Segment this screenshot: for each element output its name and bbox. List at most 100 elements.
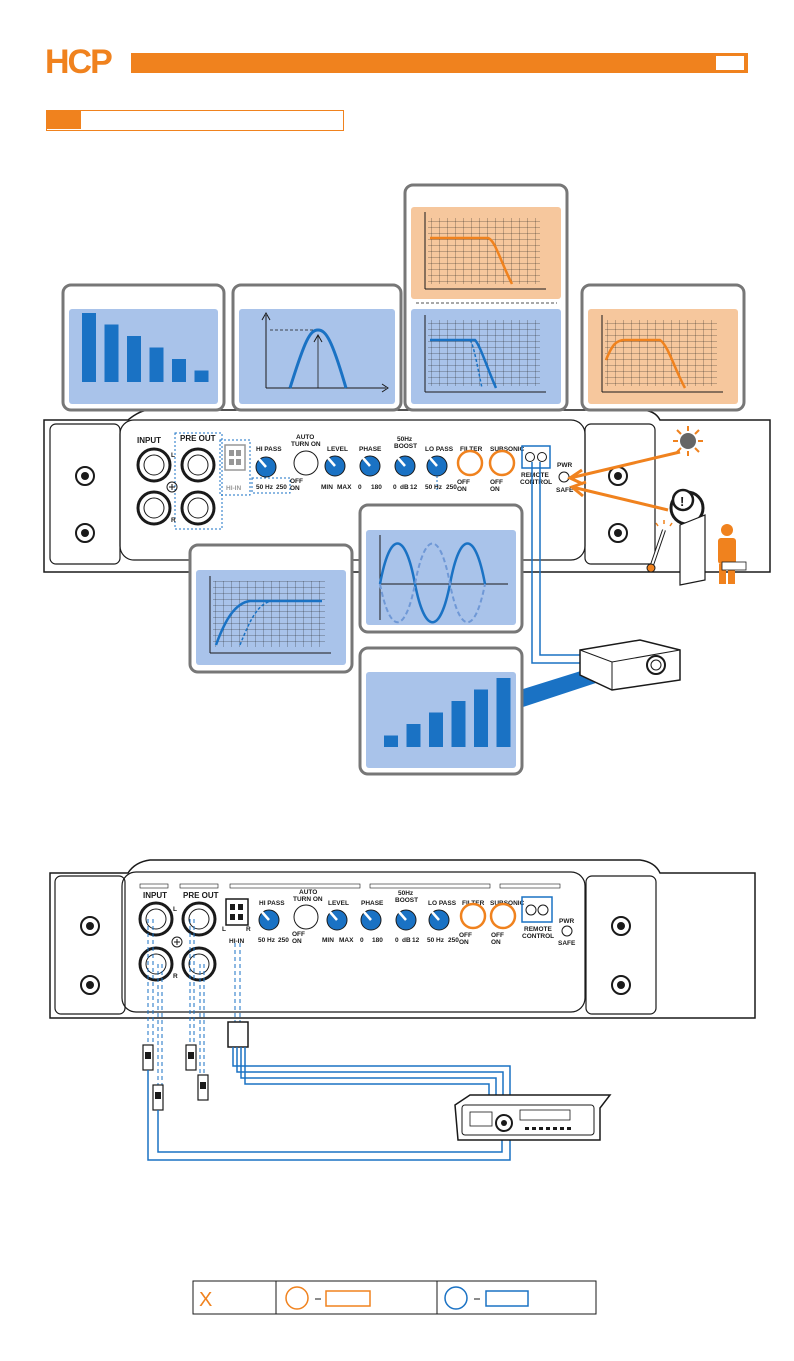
- svg-text:INPUT: INPUT: [143, 891, 167, 900]
- bar: [474, 689, 488, 747]
- wiring-dashed-guides: [147, 919, 241, 1085]
- svg-text:BOOST: BOOST: [395, 897, 418, 904]
- svg-text:PWR: PWR: [559, 918, 574, 925]
- car-radio-icon: [454, 1094, 612, 1141]
- svg-text:0: 0: [393, 484, 397, 491]
- bar: [496, 678, 511, 747]
- callout-rising-bars: [358, 646, 524, 776]
- controls-bottom: HI PASS 50 Hz 250 AUTO TURN ON OFF ON LE…: [258, 889, 576, 947]
- svg-text:250: 250: [276, 484, 287, 491]
- svg-text:180: 180: [371, 484, 382, 491]
- callout-highpass: [188, 543, 354, 674]
- svg-text:REMOTE: REMOTE: [521, 472, 549, 479]
- callout-phase-peak: [231, 283, 403, 412]
- callout-falling-bars: [61, 283, 226, 412]
- bar: [82, 313, 96, 382]
- svg-text:50: 50: [258, 937, 266, 944]
- svg-text:180: 180: [372, 937, 383, 944]
- input-label: INPUT: [137, 436, 161, 445]
- svg-text:CONTROL: CONTROL: [520, 479, 552, 486]
- callout-phase-wave: [358, 503, 524, 634]
- svg-text:Hz: Hz: [436, 937, 445, 944]
- controls-top: HI PASS 50 Hz 250 AUTO TURN ON OFF ON LE…: [251, 434, 574, 494]
- svg-text:R: R: [246, 926, 251, 933]
- svg-text:50: 50: [427, 937, 435, 944]
- svg-text:SAFE: SAFE: [556, 487, 574, 494]
- bar: [194, 370, 209, 382]
- svg-text:!: !: [680, 494, 684, 509]
- bar: [384, 735, 398, 747]
- svg-text:OFF: OFF: [490, 479, 503, 486]
- svg-text:TURN ON: TURN ON: [293, 896, 323, 903]
- svg-text:ON: ON: [459, 939, 469, 946]
- preout-label: PRE OUT: [180, 434, 216, 443]
- svg-text:OFF: OFF: [292, 931, 305, 938]
- bar: [406, 724, 421, 747]
- bar: [451, 701, 466, 747]
- legend-blue-box: [485, 1290, 529, 1307]
- svg-text:250: 250: [278, 937, 289, 944]
- svg-text:50: 50: [256, 484, 264, 491]
- rca-plug-icon: [142, 1021, 249, 1111]
- legend-orange-circle: [285, 1286, 309, 1310]
- svg-text:MIN: MIN: [322, 937, 334, 944]
- svg-text:PWR: PWR: [557, 462, 572, 469]
- svg-text:REMOTE: REMOTE: [524, 926, 552, 933]
- wiring-cables: [147, 1047, 511, 1161]
- bar: [127, 336, 141, 382]
- svg-text:dB: dB: [400, 484, 409, 491]
- svg-text:Hz: Hz: [267, 937, 276, 944]
- svg-text:12: 12: [412, 937, 420, 944]
- svg-text:250: 250: [446, 484, 457, 491]
- rca-jacks-bottom: INPUT PRE OUT L R: [138, 891, 219, 982]
- svg-text:L: L: [222, 926, 226, 933]
- thermometer-icon: [646, 520, 673, 573]
- brand-logo: HCP: [45, 43, 129, 81]
- svg-text:AUTO: AUTO: [299, 889, 317, 896]
- svg-text:FILTER: FILTER: [460, 446, 483, 453]
- svg-text:0: 0: [395, 937, 399, 944]
- svg-text:Hz: Hz: [434, 484, 443, 491]
- page-number-box: [716, 56, 744, 70]
- legend-x-symbol: X: [199, 1289, 212, 1311]
- svg-text:R: R: [173, 973, 178, 980]
- svg-text:OFF: OFF: [457, 479, 470, 486]
- header-bar: [131, 53, 748, 73]
- bar: [429, 712, 443, 747]
- warning-icon: !: [669, 488, 705, 526]
- svg-text:LEVEL: LEVEL: [327, 446, 348, 453]
- hi-in-connector-bottom: L R HI-IN: [222, 898, 251, 945]
- svg-text:L: L: [173, 906, 177, 913]
- svg-text:HI PASS: HI PASS: [256, 446, 282, 453]
- svg-text:0: 0: [358, 484, 362, 491]
- svg-text:ON: ON: [490, 486, 500, 493]
- svg-text:OFF: OFF: [459, 932, 472, 939]
- bar: [172, 359, 186, 382]
- svg-text:HI PASS: HI PASS: [259, 900, 285, 907]
- remote-level-knob-icon: [579, 639, 681, 691]
- svg-text:OFF: OFF: [290, 478, 303, 485]
- svg-text:OFF: OFF: [491, 932, 504, 939]
- svg-text:250: 250: [448, 937, 459, 944]
- bar: [149, 347, 164, 382]
- svg-text:ON: ON: [292, 938, 302, 945]
- svg-text:PHASE: PHASE: [361, 900, 384, 907]
- status-arrows: [566, 450, 681, 512]
- svg-text:SUBSONIC: SUBSONIC: [490, 446, 525, 453]
- svg-text:ON: ON: [457, 486, 467, 493]
- svg-text:Hz: Hz: [265, 484, 274, 491]
- svg-text:MAX: MAX: [339, 937, 354, 944]
- svg-text:HI-IN: HI-IN: [229, 938, 244, 945]
- svg-text:R: R: [171, 517, 176, 524]
- svg-text:L: L: [171, 452, 175, 459]
- svg-text:SAFE: SAFE: [558, 940, 576, 947]
- svg-text:LO PASS: LO PASS: [428, 900, 457, 907]
- callout-lowpass: [403, 183, 569, 412]
- section-title-bar: [46, 110, 344, 131]
- svg-text:PRE OUT: PRE OUT: [183, 891, 219, 900]
- legend-table: X: [192, 1280, 597, 1315]
- svg-text:LO PASS: LO PASS: [425, 446, 454, 453]
- remote-cables: [531, 462, 590, 664]
- hi-in-connector-top: HI-IN: [224, 444, 246, 492]
- svg-text:ON: ON: [290, 485, 300, 492]
